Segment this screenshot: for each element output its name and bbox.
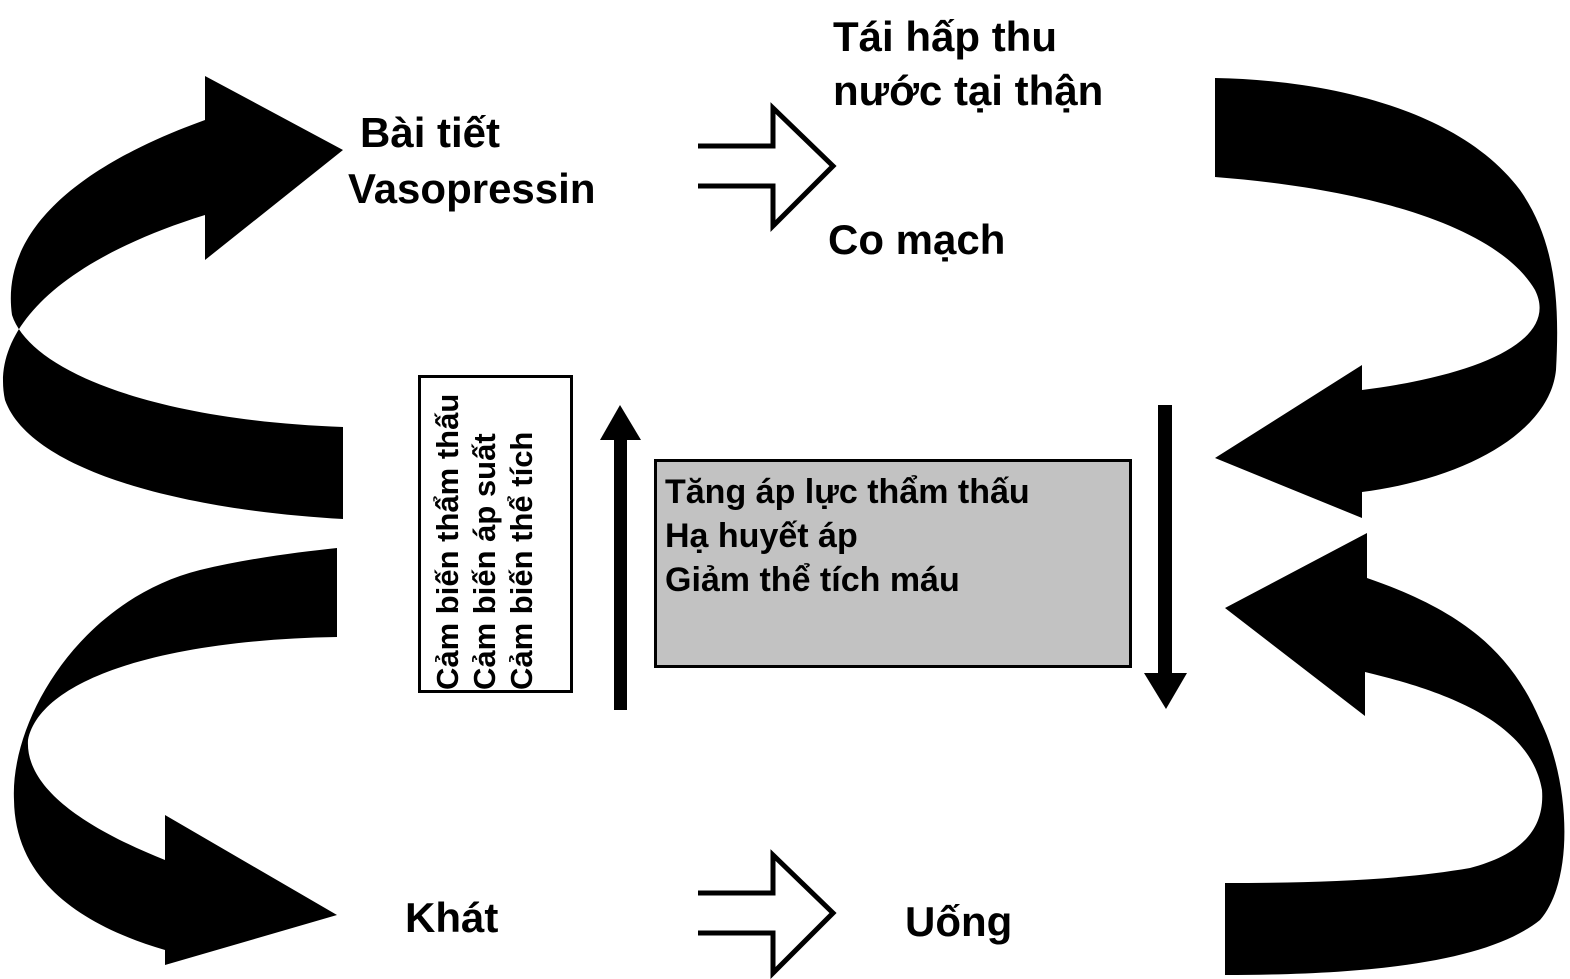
reabsorption-label-line2: nước tại thận xyxy=(833,67,1104,114)
reabsorption-label-line1: Tái hấp thu xyxy=(833,13,1057,60)
curved-arrow-from-drinking xyxy=(1225,533,1565,975)
up-arrow xyxy=(600,405,641,710)
curved-arrow-to-secretion xyxy=(3,76,344,519)
stimulus-hypotension: Hạ huyết áp xyxy=(665,517,858,555)
drinking-label: Uống xyxy=(905,898,1013,945)
hollow-arrow-vasopressin xyxy=(698,102,837,233)
secretion-label-line1: Bài tiết xyxy=(360,109,501,156)
stimulus-blood-volume: Giảm thể tích máu xyxy=(665,561,960,599)
sensor-list: Cảm biến thẩm thấu Cảm biến áp suất Cảm … xyxy=(429,394,540,690)
stimulus-osmotic-pressure: Tăng áp lực thẩm thấu xyxy=(665,473,1030,511)
thirst-label: Khát xyxy=(405,894,499,941)
sensor-osmotic: Cảm biến thẩm thấu xyxy=(430,393,465,690)
curved-arrow-to-thirst xyxy=(13,548,337,965)
down-arrow xyxy=(1144,405,1187,709)
sensor-box: Cảm biến thẩm thấu Cảm biến áp suất Cảm … xyxy=(418,375,573,693)
secretion-label-line2: Vasopressin xyxy=(348,165,596,212)
sensor-pressure: Cảm biến áp suất xyxy=(467,433,502,690)
sensor-volume: Cảm biến thể tích xyxy=(504,431,539,690)
stimulus-box: Tăng áp lực thẩm thấu Hạ huyết áp Giảm t… xyxy=(654,459,1132,668)
hollow-arrow-thirst xyxy=(698,849,837,979)
vasoconstriction-label: Co mạch xyxy=(828,216,1006,263)
curved-arrow-from-reabsorption xyxy=(1215,78,1558,518)
